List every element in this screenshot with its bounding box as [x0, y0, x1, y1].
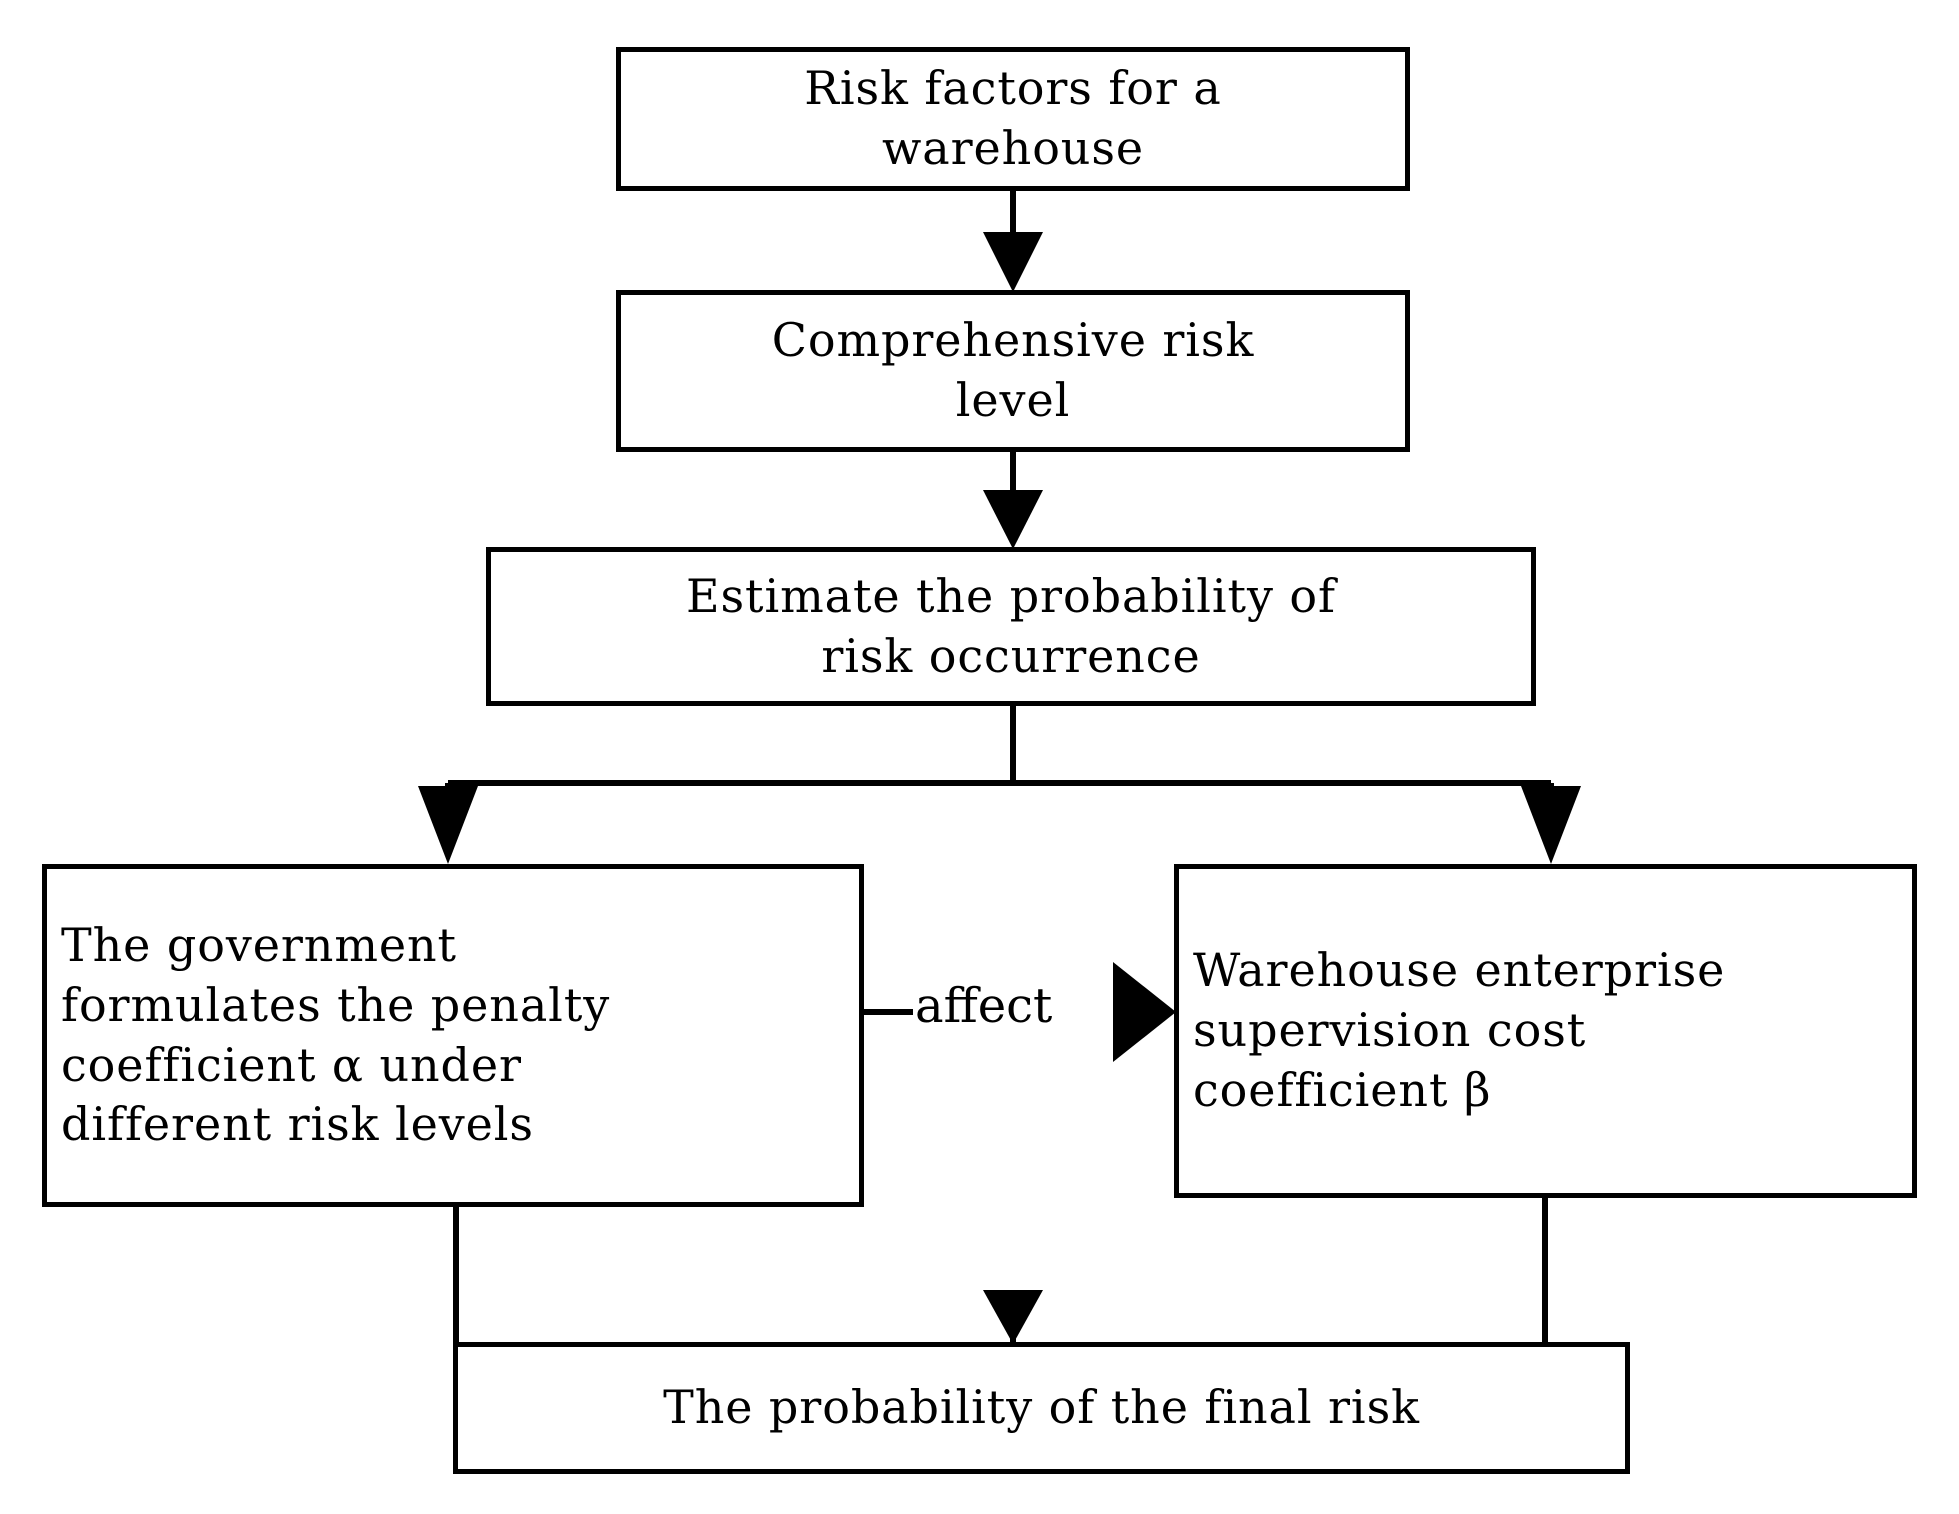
node-estimate-probability[interactable]: Estimate the probability of risk occurre…	[486, 547, 1536, 706]
node-final-risk-probability[interactable]: The probability of the final risk	[453, 1342, 1630, 1474]
node-comprehensive-risk-level-label: Comprehensive risk level	[771, 313, 1255, 427]
connector-affect	[864, 962, 1176, 1062]
node-warehouse-supervision-cost-label: Warehouse enterprise supervision cost co…	[1193, 943, 1726, 1117]
node-estimate-probability-label: Estimate the probability of risk occurre…	[686, 568, 1336, 683]
connector-comprehensive-to-estimate	[983, 452, 1043, 549]
connector-estimate-branch	[418, 706, 1581, 864]
node-government-penalty-coefficient[interactable]: The government formulates the penalty co…	[42, 864, 864, 1207]
edge-label-affect: affect	[913, 978, 1055, 1034]
connector-risk-factors-to-comprehensive	[983, 191, 1043, 292]
node-warehouse-supervision-cost[interactable]: Warehouse enterprise supervision cost co…	[1174, 864, 1917, 1198]
node-comprehensive-risk-level[interactable]: Comprehensive risk level	[616, 290, 1410, 452]
node-government-penalty-coefficient-label: The government formulates the penalty co…	[61, 917, 611, 1152]
node-risk-factors[interactable]: Risk factors for a warehouse	[616, 47, 1410, 191]
node-risk-factors-label: Risk factors for a warehouse	[804, 61, 1222, 175]
node-final-risk-probability-label: The probability of the final risk	[663, 1380, 1420, 1435]
